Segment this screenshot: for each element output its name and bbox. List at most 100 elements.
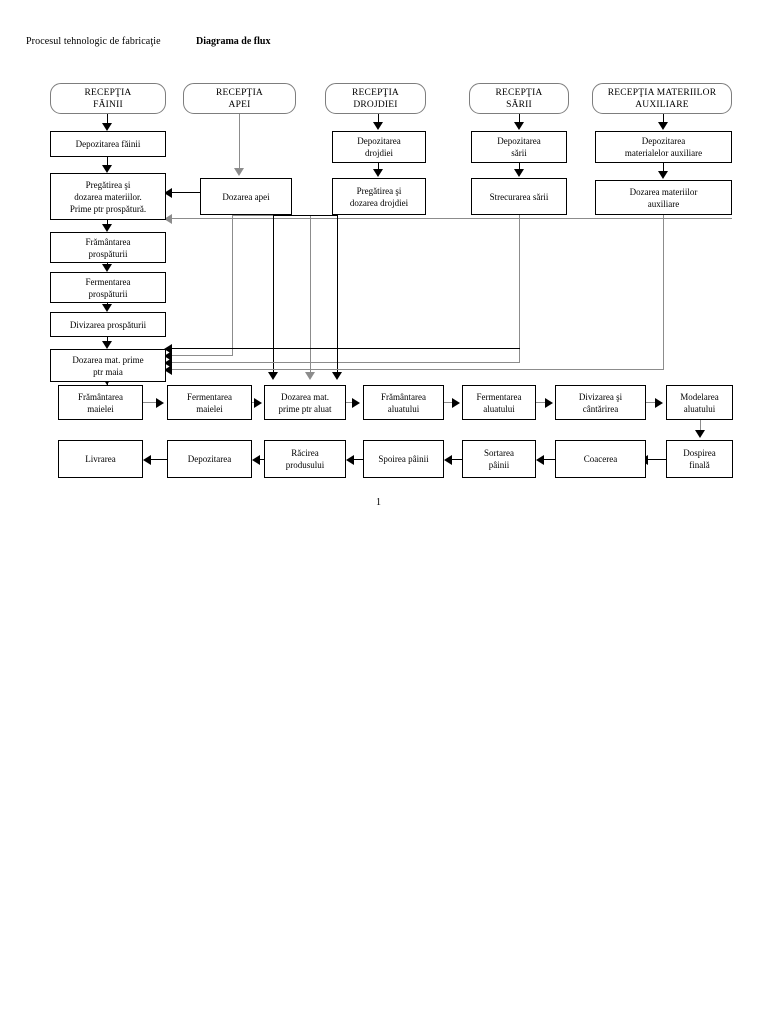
node-line1: Strecurarea sării [489, 191, 549, 202]
connector-depozitare-sare-to-strecurare [519, 163, 520, 171]
connector-sortarea-to-spoirea [452, 459, 462, 460]
process-pregatirea-dozarea-prospatura: Pregătirea şi dozarea materiilor. Prime … [50, 173, 166, 220]
arrowhead-down [514, 122, 524, 130]
arrowhead-left [444, 455, 452, 465]
connector-depozitare-aux-to-dozare [663, 163, 664, 173]
connector-racirea-to-depozitarea [260, 459, 264, 460]
node-line2: prime ptr aluat [278, 403, 332, 414]
node-line1: Sortarea [484, 448, 514, 458]
terminal-line1: RECEPŢIA [495, 87, 543, 98]
node-line1: Dozarea mat. prime [72, 354, 144, 365]
process-dozarea-apei: Dozarea apei [200, 178, 292, 215]
node-line2: aluatului [387, 403, 420, 414]
arrowhead-left [164, 214, 172, 224]
node-line2: dozarea drojdiei [349, 197, 409, 208]
node-line2: pâinii [488, 460, 510, 470]
connector-drojdie-drop-aluat [273, 215, 274, 373]
arrowhead-down [102, 224, 112, 232]
node-line2: maielei [87, 403, 114, 414]
connector-spoirea-to-racirea [354, 459, 363, 460]
arrowhead-down [305, 372, 315, 380]
arrowhead-left [164, 351, 172, 361]
connector-aux-into-maia-h [172, 369, 664, 370]
connector-coacerea-to-sortarea [544, 459, 555, 460]
node-line2: produsului [285, 460, 325, 470]
node-line3: Prime ptr prospătură. [69, 203, 147, 214]
process-depozitarea: Depozitarea [167, 440, 252, 478]
process-livrarea: Livrarea [58, 440, 143, 478]
node-line1: Dozarea mat. [281, 391, 329, 402]
arrowhead-left [252, 455, 260, 465]
arrowhead-left [143, 455, 151, 465]
terminal-line1: RECEPŢIA [84, 87, 132, 98]
node-line1: Fermentarea [85, 276, 131, 287]
connector-framantare-aluat-to-fermentare-aluat [444, 402, 452, 403]
connector-dozare-aluat-to-framantare-aluat [346, 402, 352, 403]
connector-depozitare-to-pregatire [107, 157, 108, 167]
arrowhead-down [234, 168, 244, 176]
process-coacerea: Coacerea [555, 440, 646, 478]
arrowhead-right [254, 398, 262, 408]
arrowhead-right [545, 398, 553, 408]
header-left-text: Procesul tehnologic de fabricaţie [26, 36, 161, 47]
node-line1: Depozitarea [357, 136, 401, 146]
node-line2: aluatului [683, 403, 716, 414]
connector-apa-drop-aluat [310, 215, 311, 373]
connector-sare-drop-aluat [337, 348, 338, 373]
arrowhead-down [332, 372, 342, 380]
arrowhead-down [373, 122, 383, 130]
connector-depozitare-drojdie-to-pregatire [378, 163, 379, 171]
node-line1: Modelarea [680, 391, 719, 402]
node-line1: Depozitarea [187, 454, 232, 464]
connector-apa-drop-to-maia [232, 215, 233, 355]
arrowhead-down [102, 341, 112, 349]
arrowhead-right [655, 398, 663, 408]
process-dozarea-mat-prime-ptr-aluat: Dozarea mat.prime ptr aluat [264, 385, 346, 420]
connector-framantare-maielei-to-fermentare-maielei [143, 402, 158, 403]
node-line1: Fermentarea [476, 391, 522, 402]
arrowhead-down [514, 169, 524, 177]
node-line2: ptr maia [93, 366, 123, 377]
connector-apa-to-pregatire-prospatura [172, 192, 202, 193]
connector-dospirea-to-coacerea [648, 459, 666, 460]
connector-pregatire-to-framantare [107, 220, 108, 226]
node-line2: drojdiei [364, 148, 393, 158]
node-line1: Livrarea [85, 454, 116, 464]
node-line1: Coacerea [583, 454, 618, 464]
terminal-line2: FĂINII [93, 99, 123, 110]
connector-divizare-to-modelare [646, 402, 656, 403]
arrowhead-left [164, 344, 172, 354]
connector-sare-into-maia-h [172, 362, 520, 363]
connector-divizare-to-dozare-maia [107, 337, 108, 342]
arrowhead-right [352, 398, 360, 408]
node-line1: Dozarea materiilor [629, 186, 698, 197]
terminal-line2: SĂRII [506, 99, 532, 110]
header-right-title: Diagrama de flux [196, 36, 271, 47]
terminal-line1: RECEPŢIA [216, 87, 263, 98]
process-depozitarea-fainii: Depozitarea făinii [50, 131, 166, 157]
page-number: 1 [376, 497, 381, 508]
terminal-line2: DROJDIEI [353, 99, 398, 110]
node-line2: finală [689, 460, 710, 470]
arrowhead-down [102, 165, 112, 173]
process-divizarea-prospaturii: Divizarea prospăturii [50, 312, 166, 337]
connector-aux-terminal-to-depozitare [663, 114, 664, 124]
node-line2: cântărirea [582, 403, 619, 414]
node-line2: maielei [196, 403, 223, 414]
connector-apa-branch-to-aluat [232, 215, 310, 216]
connector-fermentare-aluat-to-divizare [536, 402, 545, 403]
connector-drojdie-terminal-to-depozitare [378, 114, 379, 124]
